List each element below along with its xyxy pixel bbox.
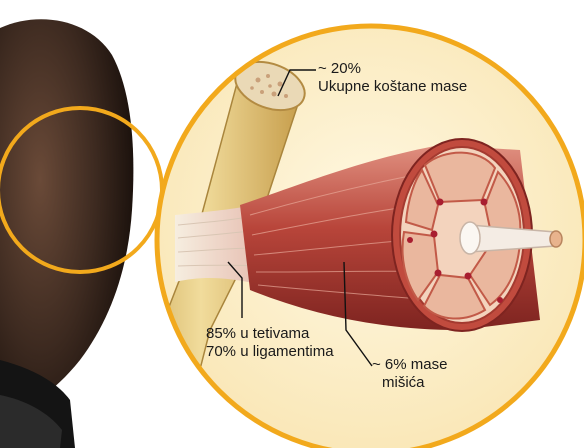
bone-description-label: Ukupne koštane mase	[318, 78, 467, 96]
muscle-percent-label: ~ 6% mase	[372, 356, 447, 374]
arm-photo	[0, 19, 133, 448]
tendon-percent-label: 85% u tetivama	[206, 325, 309, 343]
ligament-percent-label: 70% u ligamentima	[206, 343, 334, 361]
bone-percent-label: ~ 20%	[318, 60, 361, 78]
muscle-description-label: mišića	[382, 374, 425, 392]
